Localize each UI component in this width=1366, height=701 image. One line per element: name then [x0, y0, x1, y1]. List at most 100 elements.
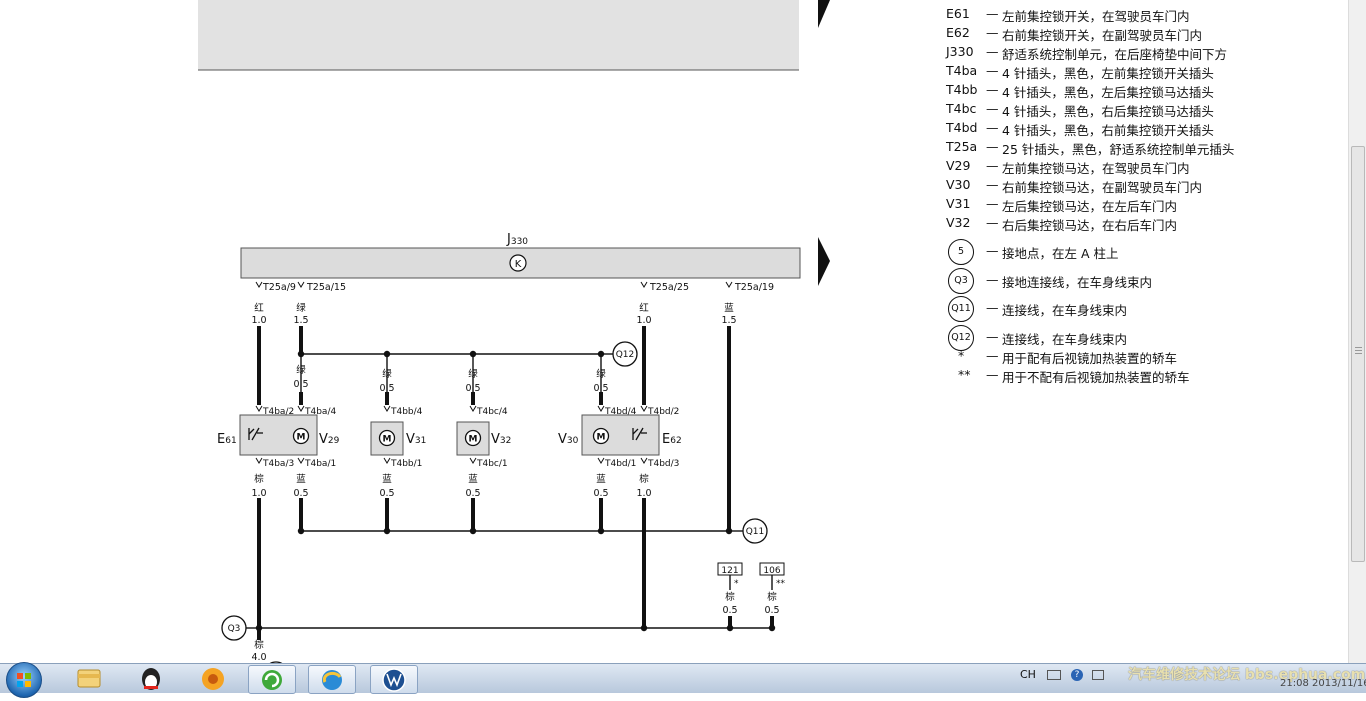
wire-color-g4: 绿 — [596, 368, 606, 380]
legend-text: 左前集控锁开关，在驾驶员车门内 — [1002, 9, 1190, 24]
legend-dash: — — [986, 6, 999, 21]
label-e61: E61 — [217, 432, 237, 447]
label-v30: V30 — [558, 432, 579, 447]
help-icon[interactable]: ? — [1070, 669, 1083, 681]
pin-v29-bottom: T4ba/1 — [304, 459, 336, 469]
wire-size-bl4: 0.5 — [593, 488, 608, 499]
ref-121-mark: * — [734, 579, 739, 589]
legend-dash: — — [986, 158, 999, 173]
switch-icon — [248, 427, 263, 441]
legend-dash: — — [986, 101, 999, 116]
legend-text: 25 针插头，黑色，舒适系统控制单元插头 — [1002, 142, 1235, 157]
legend-text: 4 针插头，黑色，右后集控锁马达插头 — [1002, 104, 1214, 119]
pin-arrows — [255, 281, 733, 464]
legend-mark: ** — [958, 367, 971, 382]
legend-dash: — — [986, 196, 999, 211]
label-v32: V32 — [491, 432, 511, 447]
j330-label: J330 — [506, 232, 528, 247]
junction-q12-label: Q12 — [616, 350, 635, 360]
legend-text: 右前集控锁马达，在副驾驶员车门内 — [1002, 180, 1203, 195]
wire-size-g3: 0.5 — [465, 383, 480, 394]
switch-icon — [632, 427, 647, 441]
wire-size-bl1: 0.5 — [293, 488, 308, 499]
page-arrow-mid[interactable] — [818, 237, 830, 286]
motor-icon — [378, 429, 396, 447]
wire-color-g2: 绿 — [382, 368, 392, 380]
scroll-thumb[interactable] — [1351, 146, 1365, 562]
legend-text: 舒适系统控制单元，在后座椅垫中间下方 — [1002, 47, 1228, 62]
pin-v30-bottom: T4bd/1 — [604, 459, 636, 469]
ref-box-106 — [759, 562, 785, 576]
label-v31: V31 — [406, 432, 426, 447]
legend-text: 4 针插头，黑色，左后集控锁马达插头 — [1002, 85, 1214, 100]
legend-text: 连接线，在车身线束内 — [1002, 303, 1128, 318]
legend-dash: — — [986, 348, 999, 363]
legend-circle: Q3 — [948, 267, 974, 294]
legend-code: V30 — [946, 177, 971, 192]
legend-code: T4bb — [946, 82, 978, 97]
page-arrow-top[interactable] — [818, 0, 830, 28]
legend-dash: — — [986, 44, 999, 59]
control-unit-icon — [509, 254, 527, 272]
watermark: 汽车维修技术论坛 bbs.ephua.com — [1128, 667, 1366, 683]
wire-size-br3: 0.5 — [722, 605, 737, 616]
legend-code: J330 — [946, 44, 974, 59]
pin-e62-top: T4bd/2 — [647, 407, 679, 417]
legend-code: V31 — [946, 196, 971, 211]
window-icon[interactable] — [1092, 670, 1105, 680]
wire-color-br1: 棕 — [254, 473, 264, 485]
vertical-scrollbar[interactable] — [1348, 0, 1366, 663]
legend-text: 接地连接线，在车身线束内 — [1002, 274, 1153, 290]
taskbar-browser-icon[interactable] — [308, 665, 356, 694]
legend-circle: 5 — [948, 239, 974, 265]
legend-circle: Q11 — [948, 296, 974, 322]
taskbar-qq-icon[interactable] — [128, 665, 174, 692]
taskbar-explorer-icon[interactable] — [66, 665, 112, 692]
pin-v32-bottom: T4bc/1 — [476, 459, 508, 469]
wire-size-br2: 1.0 — [636, 488, 651, 499]
legend-text: 右前集控锁开关，在副驾驶员车门内 — [1002, 28, 1203, 43]
motor-symbol: M — [469, 435, 478, 445]
legend-dash: — — [986, 215, 999, 230]
ground-point-partial — [269, 661, 283, 663]
bus-lines — [259, 353, 773, 629]
wire-size-br4: 0.5 — [764, 605, 779, 616]
taskbar-music-icon[interactable] — [190, 665, 236, 692]
ref-121: 121 — [721, 566, 738, 576]
keyboard-icon[interactable] — [1047, 670, 1062, 680]
motor-icon — [592, 427, 610, 445]
start-button[interactable] — [6, 662, 42, 698]
legend-text: 右后集控锁马达，在右后车门内 — [1002, 218, 1178, 233]
wire-size-red-right: 1.0 — [636, 315, 651, 326]
legend-code: V32 — [946, 215, 971, 230]
language-indicator[interactable]: CH — [1020, 668, 1036, 681]
wire-size-bl3: 0.5 — [465, 488, 480, 499]
wire-color-bl2: 蓝 — [382, 473, 392, 485]
label-e62: E62 — [662, 432, 682, 447]
junction-q11-label: Q11 — [746, 527, 765, 537]
wire-size-br5: 4.0 — [251, 652, 266, 663]
legend-code: T4bd — [946, 120, 978, 135]
pin-e61-top: T4ba/2 — [262, 407, 294, 417]
wire-color-red-left: 红 — [254, 302, 264, 314]
ref-106: 106 — [763, 566, 780, 576]
wire-size-g2: 0.5 — [379, 383, 394, 394]
wire-color-br5: 棕 — [254, 639, 264, 651]
wire-color-blue-main: 蓝 — [724, 302, 734, 314]
pin-v29-top: T4ba/4 — [304, 407, 336, 417]
legend-text: 连接线，在车身线束内 — [1002, 331, 1128, 347]
clock[interactable]: 21:08 2013/11/16 — [1280, 678, 1366, 689]
taskbar-vw-icon[interactable] — [370, 665, 418, 694]
legend-dash: — — [986, 243, 999, 258]
ref-106-mark: ** — [776, 579, 786, 589]
wire-size-g1: 0.5 — [293, 379, 308, 390]
legend-text: 左前集控锁马达，在驾驶员车门内 — [1002, 161, 1190, 176]
wire-color-br4: 棕 — [767, 591, 777, 603]
taskbar: CH ? 汽车维修技术论坛 bbs.ephua.com 21:08 2013/1… — [0, 662, 1366, 698]
motor-symbol: M — [383, 435, 392, 445]
system-tray: CH ? — [1020, 668, 1105, 681]
wire-size-green-main: 1.5 — [293, 315, 308, 326]
legend-dash: — — [986, 177, 999, 192]
taskbar-refresh-icon[interactable] — [248, 665, 296, 694]
legend-code: T4ba — [946, 63, 978, 78]
